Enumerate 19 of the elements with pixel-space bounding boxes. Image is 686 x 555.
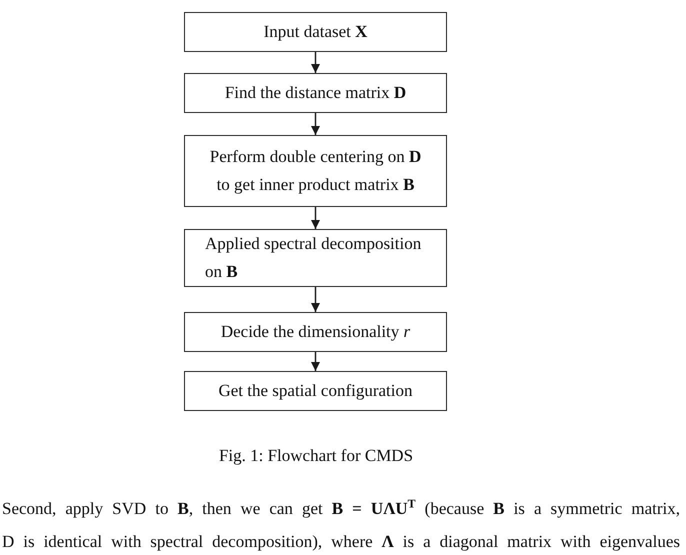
arrow (311, 352, 320, 371)
step-label: Applied spectral decomposition on B (205, 233, 422, 283)
step-label: Perform double centering on D to get inner product matrix B (208, 146, 422, 196)
process-box (184, 312, 447, 352)
process-box (184, 73, 447, 113)
process-box (184, 371, 447, 411)
arrow (311, 207, 320, 229)
figure-caption: Fig. 1: Flowchart for CMDS (218, 446, 414, 466)
process-box (184, 12, 447, 52)
process-box (184, 135, 447, 207)
step-label: Get the spatial configuration (218, 380, 413, 402)
arrow (311, 52, 320, 73)
process-box (184, 229, 447, 287)
step-label: Decide the dimensionality r (220, 321, 410, 344)
body-paragraph: Second, apply SVD to B, then we can get B = UΛU$^{T}$ (because B is a symmetric matrix, D is identical with spectral decomposition), where Λ is a diagonal matrix with eigenvalues (2, 495, 680, 553)
arrow (311, 287, 320, 312)
arrow (311, 113, 320, 135)
step-label: Find the distance matrix D (224, 82, 406, 104)
step-label: Input dataset X (264, 21, 368, 44)
